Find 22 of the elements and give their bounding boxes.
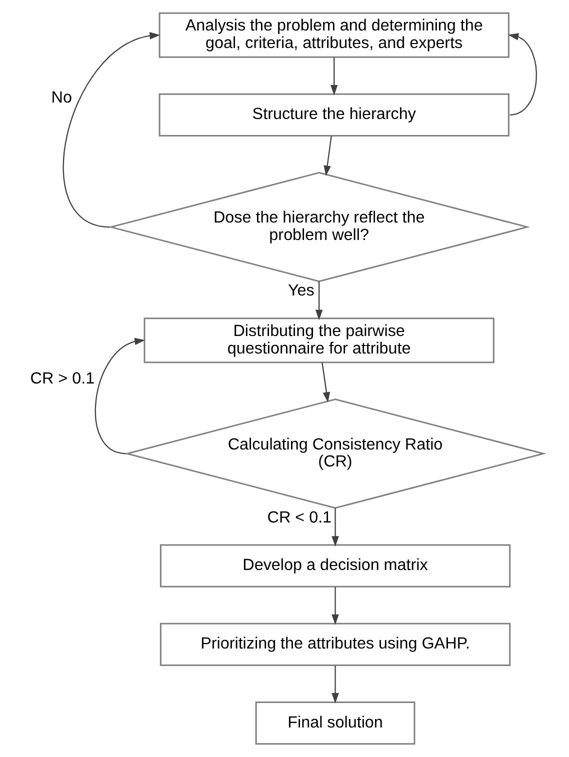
arrow xyxy=(314,281,322,320)
node-box: Final solution xyxy=(254,701,415,745)
node-box: Structure the hierarchy xyxy=(158,93,509,136)
arrow xyxy=(323,136,332,176)
edge-label: CR > 0.1 xyxy=(30,369,94,388)
node-diamond: Dose the hierarchy reflect the problem well? xyxy=(108,172,530,282)
node-box: Prioritizing the attributes using GAHP. xyxy=(159,622,510,666)
arrow xyxy=(62,32,160,228)
node-box: Develop a decision matrix xyxy=(159,544,510,588)
node-box: Distributing the pairwise questionnaire for attribute xyxy=(143,318,494,364)
edge-label: Yes xyxy=(287,282,314,300)
node-diamond: Calculating Consistency Ratio (CR) xyxy=(124,398,546,509)
edge-label: CR < 0.1 xyxy=(266,508,332,526)
arrow xyxy=(331,587,338,625)
arrow xyxy=(94,338,145,454)
arrow xyxy=(321,362,330,403)
arrow xyxy=(508,33,536,116)
node-box: Analysis the problem and determining the goal, criteria, attributes, and experts xyxy=(158,12,509,58)
arrow xyxy=(331,508,338,547)
arrow xyxy=(331,666,338,704)
arrow xyxy=(330,57,338,96)
edge-label: No xyxy=(50,88,72,107)
